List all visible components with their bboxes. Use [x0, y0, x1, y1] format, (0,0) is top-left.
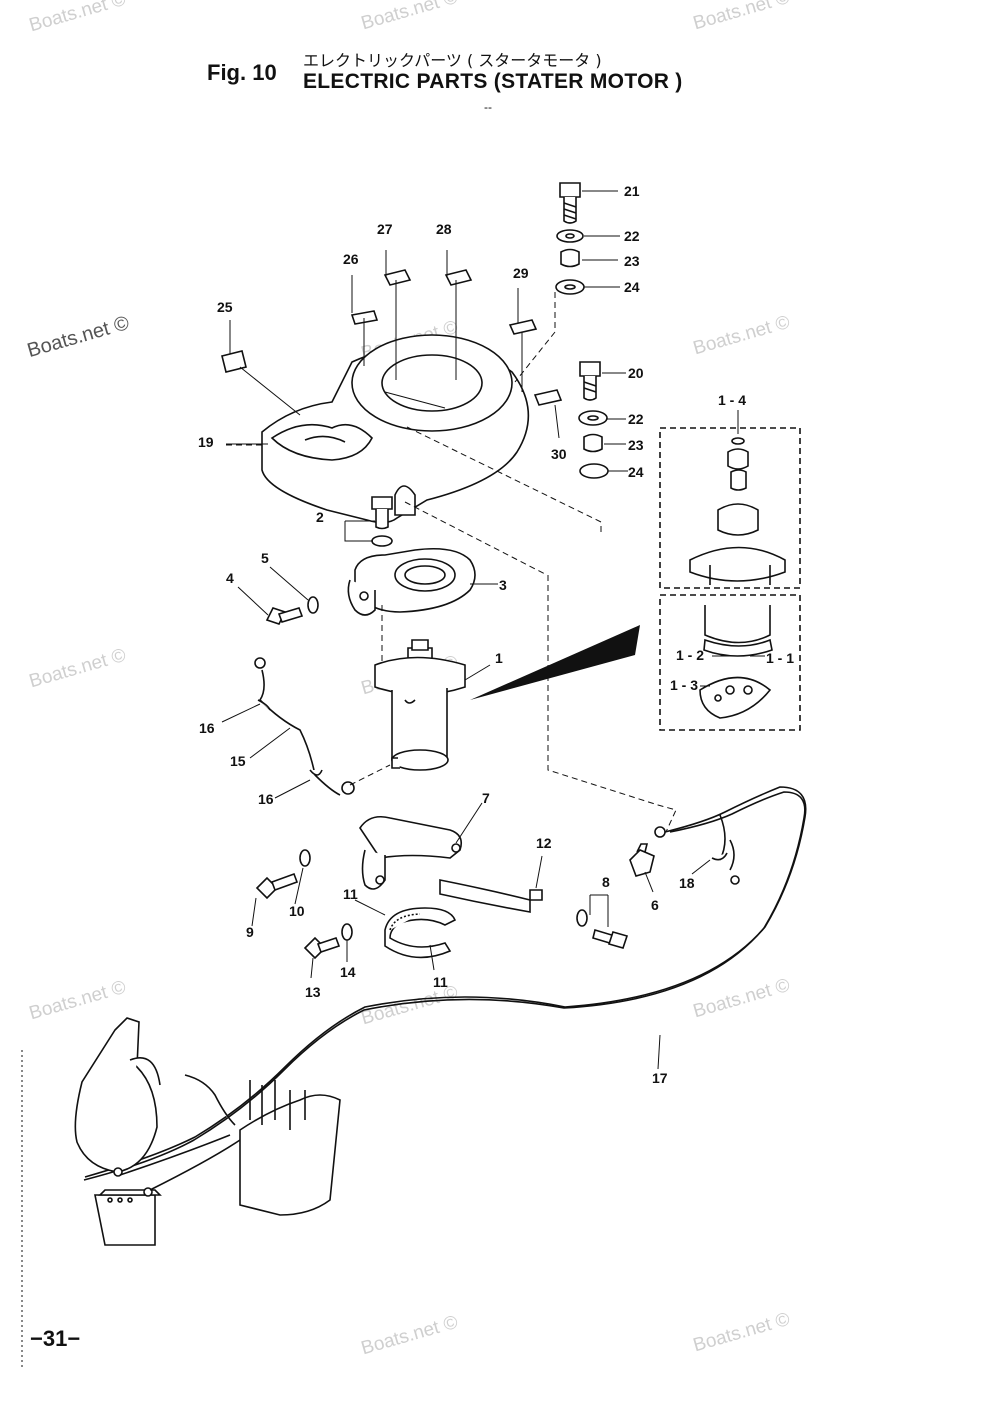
title-dash: --	[484, 100, 492, 114]
washer-24b	[579, 463, 609, 479]
bolt-2	[371, 496, 393, 510]
callout-5: 5	[261, 550, 269, 566]
detail-box-1-1-to-1-3	[659, 594, 801, 731]
washer-8	[576, 909, 588, 927]
figure-number: Fig. 10	[207, 60, 277, 85]
label-25	[221, 350, 247, 373]
callout-1-1: 1 - 1	[766, 650, 794, 666]
starter-motor-1	[374, 639, 466, 771]
page-number: −31−	[30, 1326, 81, 1351]
battery-cable-15	[254, 657, 355, 796]
callout-26: 26	[343, 251, 359, 267]
callout-21: 21	[624, 183, 640, 199]
callout-11: 11	[433, 974, 448, 990]
callout-18: 18	[679, 875, 695, 891]
label-30	[533, 389, 563, 406]
callout-14: 14	[340, 964, 356, 980]
callout-1-2: 1 - 2	[676, 647, 704, 663]
callout-20: 20	[628, 365, 644, 381]
washer-24	[555, 279, 585, 295]
callout-12: 12	[536, 835, 552, 851]
callout-1-4: 1 - 4	[718, 392, 746, 408]
callout-4: 4	[226, 570, 234, 586]
drive-assembly-1-4	[689, 437, 786, 585]
washer-2	[371, 535, 393, 547]
label-26	[350, 310, 379, 325]
callout-13: 13	[305, 984, 321, 1000]
starter-bracket-3	[347, 547, 476, 616]
callout-8: 8	[602, 874, 610, 890]
callout-16: 16	[258, 791, 274, 807]
collar-23b	[583, 433, 603, 453]
callout-11: 11	[343, 886, 358, 902]
main-cable-17	[83, 786, 807, 1181]
callout-7: 7	[482, 790, 490, 806]
callout-24: 24	[628, 464, 644, 480]
washer-5	[307, 596, 319, 614]
callout-1: 1	[495, 650, 503, 666]
title-english: ELECTRIC PARTS (STATER MOTOR )	[303, 70, 683, 93]
label-28	[444, 269, 473, 286]
washer-22	[556, 229, 584, 243]
washer-10	[299, 849, 311, 867]
callout-17: 17	[652, 1070, 668, 1086]
flywheel-cover-19	[261, 334, 530, 524]
callout-28: 28	[436, 221, 452, 237]
band-11	[384, 907, 457, 959]
title-japanese: エレクトリックパーツ ( スタータモータ )	[303, 51, 602, 70]
terminal-6	[629, 849, 655, 877]
callout-9: 9	[246, 924, 254, 940]
callout-22: 22	[628, 411, 644, 427]
strap-12	[439, 879, 531, 913]
callout-25: 25	[217, 299, 233, 315]
callout-15: 15	[230, 753, 246, 769]
callout-27: 27	[377, 221, 393, 237]
callout-23: 23	[628, 437, 644, 453]
bolt-21	[559, 182, 581, 224]
callout-23: 23	[624, 253, 640, 269]
remote-control-and-battery-sketch	[74, 1017, 341, 1246]
lower-bracket-7	[359, 815, 463, 890]
callout-3: 3	[499, 577, 507, 593]
callout-16: 16	[199, 720, 215, 736]
detail-pointer-wedge	[470, 625, 640, 700]
brush-holder-1-3	[699, 605, 773, 719]
label-27	[383, 269, 412, 286]
washer-14	[341, 923, 353, 941]
washer-22b	[578, 410, 608, 426]
detail-box-1-4	[659, 427, 801, 589]
label-29	[508, 319, 538, 335]
callout-10: 10	[289, 903, 305, 919]
callout-22: 22	[624, 228, 640, 244]
callout-1-3: 1 - 3	[670, 677, 698, 693]
callout-29: 29	[513, 265, 529, 281]
callout-19: 19	[198, 434, 214, 450]
callout-24: 24	[624, 279, 640, 295]
callout-2: 2	[316, 509, 324, 525]
collar-23	[560, 248, 580, 268]
callout-6: 6	[651, 897, 659, 913]
callout-labels: 21 22 23 24 20 22 23 24 27 28 26 29 25 3…	[198, 183, 794, 1086]
bolt-20	[579, 361, 601, 401]
callout-30: 30	[551, 446, 567, 462]
